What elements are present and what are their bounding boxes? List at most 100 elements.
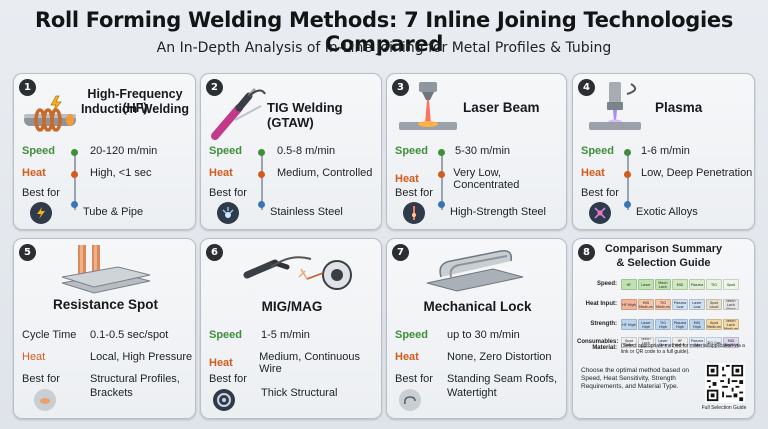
- spec-value-best: Tube & Pipe: [83, 206, 144, 218]
- comparison-cell: Spot: [723, 279, 739, 290]
- card-number-badge: 6: [206, 244, 223, 261]
- comparison-cell: Mech Lock None: [723, 299, 739, 310]
- spec-row-best-cont: Brackets: [90, 387, 133, 399]
- best-dot: [71, 201, 78, 208]
- lightning-icon: [30, 202, 52, 224]
- card-title: TIG Welding (GTAW): [267, 100, 343, 130]
- comparison-cell: MIG: [672, 279, 688, 290]
- comparison-cell: TIG Gas: [706, 337, 722, 348]
- card-number-badge: 7: [392, 244, 409, 261]
- comparison-cell: HF High: [621, 319, 637, 330]
- comparison-cell: TIG Medium: [655, 299, 671, 310]
- comparison-cell: Plasma Low: [672, 299, 688, 310]
- comparison-row-label: Strength:: [590, 321, 617, 327]
- spec-row-best: Best for: [209, 373, 247, 385]
- spark-icon: [217, 202, 239, 224]
- seam-lock-icon: [426, 249, 524, 292]
- best-dot: [258, 201, 265, 208]
- summary-title-line2: & Selection Guide: [616, 257, 711, 269]
- card-number-badge: 1: [19, 79, 36, 96]
- comparison-cell: HF None: [672, 337, 688, 348]
- material-label: Material:: [592, 345, 617, 351]
- spec-row-best: Best for: [395, 187, 433, 199]
- qr-code-icon[interactable]: [705, 363, 745, 403]
- card-title: Mechanical Lock: [423, 299, 532, 314]
- card-title-line1: High-Frequency (HF): [87, 87, 183, 115]
- card-comparison-summary: 8 Comparison Summary & Selection Guide S…: [572, 238, 755, 419]
- comparison-cell: MIG High: [689, 319, 705, 330]
- heat-dot: [624, 171, 631, 178]
- speed-dot: [258, 149, 265, 156]
- laser-beam-icon: [399, 82, 457, 130]
- comparison-cell: Mech Lock Medium: [723, 319, 739, 330]
- spec-value-best: Exotic Alloys: [636, 206, 698, 218]
- spec-value-best: High-Strength Steel: [450, 206, 546, 218]
- comparison-cell: Laser High: [638, 319, 654, 330]
- page-title: Roll Forming Welding Methods: 7 Inline J…: [34, 8, 734, 56]
- speed-dot: [624, 149, 631, 156]
- induction-coil-icon: [24, 95, 76, 132]
- card-hf-induction: 1 High-Frequency (HF) Induction Welding …: [13, 73, 196, 230]
- plasma-arc-icon: [589, 202, 611, 224]
- spec-row-best: Best for: [581, 187, 619, 199]
- mig-gun-icon: [243, 256, 352, 290]
- heat-dot: [71, 171, 78, 178]
- spec-row-best: Best for: [209, 187, 247, 199]
- laser-dot-icon: [403, 202, 425, 224]
- comparison-cell: Laser Low: [689, 299, 705, 310]
- comparison-cell: MIG Medium: [638, 299, 654, 310]
- speed-dot: [438, 149, 445, 156]
- card-number-badge: 2: [206, 79, 223, 96]
- wire-spool-icon: [213, 389, 235, 411]
- spec-value-best: Thick Structural: [261, 387, 338, 399]
- card-title: Laser Beam: [463, 100, 540, 115]
- comparison-cell: Spot None: [621, 337, 637, 348]
- comparison-cell: TIG High: [655, 319, 671, 330]
- spec-row-best-cont: Watertight: [447, 387, 497, 399]
- speed-dot: [71, 149, 78, 156]
- card-number-badge: 8: [578, 244, 595, 261]
- card-title-line2: Induction Welding: [80, 102, 190, 116]
- comparison-cell: HF High: [621, 299, 637, 310]
- comparison-cell: Laser Gas: [655, 337, 671, 348]
- comparison-row-label: Heat Input:: [585, 301, 617, 307]
- spec-row-best: Best for: [22, 187, 60, 199]
- best-dot: [438, 201, 445, 208]
- summary-title-line1: Comparison Summary: [604, 243, 723, 255]
- spot-welder-icon: [61, 245, 151, 294]
- selection-guide-text: Choose the optimal method based on Speed…: [581, 367, 690, 390]
- comparison-cell: Plasma: [689, 279, 705, 290]
- comparison-cell: Mech Lock: [655, 279, 671, 290]
- card-title: Resistance Spot: [52, 297, 159, 312]
- card-number-badge: 3: [392, 79, 409, 96]
- card-number-badge: 4: [578, 79, 595, 96]
- comparison-cell: Mech Lock None: [638, 337, 654, 348]
- card-title: Plasma: [655, 100, 703, 115]
- comparison-cell: Laser: [638, 279, 654, 290]
- qr-caption: Full Selection Guide: [701, 405, 747, 411]
- comparison-row-label: Speed:: [596, 281, 617, 287]
- spec-value-best: Stainless Steel: [270, 206, 343, 218]
- card-number-badge: 5: [19, 244, 36, 261]
- comparison-cell: Plasma High: [672, 319, 688, 330]
